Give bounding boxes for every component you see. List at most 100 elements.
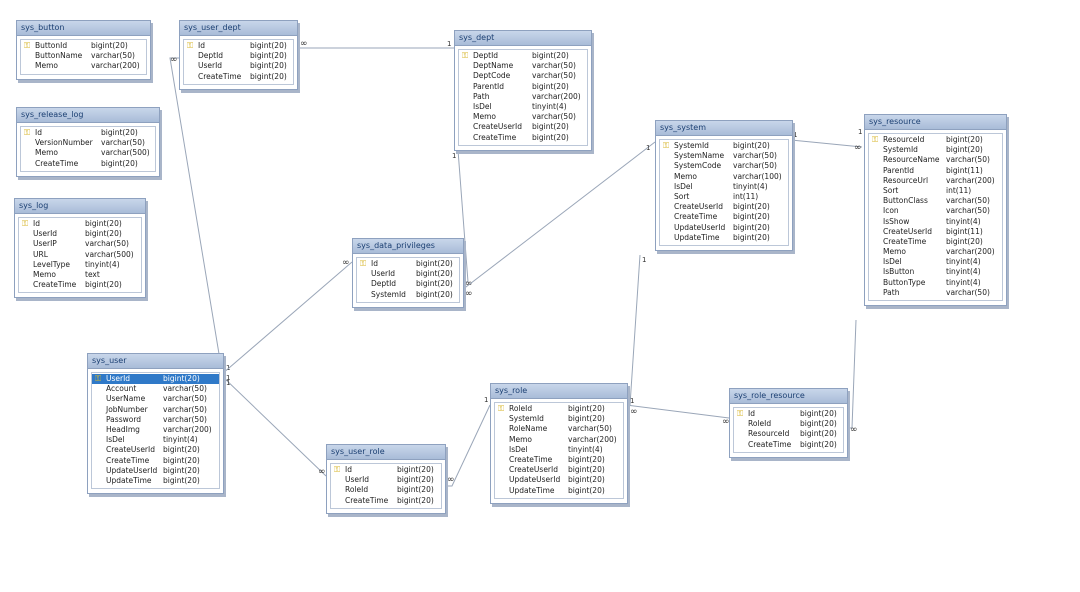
relation-line[interactable]	[221, 375, 327, 477]
table-title[interactable]: sys_user	[88, 354, 223, 369]
table-title[interactable]: sys_release_log	[17, 108, 159, 123]
table-title[interactable]: sys_dept	[455, 31, 591, 46]
table-title[interactable]: sys_user_dept	[180, 21, 297, 36]
table-title[interactable]: sys_button	[17, 21, 150, 36]
relation-line[interactable]	[221, 261, 353, 375]
table-title[interactable]: sys_resource	[865, 115, 1006, 130]
table-title[interactable]: sys_log	[15, 199, 145, 214]
relation-line[interactable]	[461, 141, 656, 291]
relation-line[interactable]	[169, 57, 223, 373]
table-title[interactable]: sys_role_resource	[730, 389, 847, 404]
table-title[interactable]: sys_user_role	[327, 445, 445, 460]
relation-line[interactable]	[790, 139, 863, 148]
table-title[interactable]: sys_role	[491, 384, 627, 399]
relation-line[interactable]	[457, 149, 469, 283]
